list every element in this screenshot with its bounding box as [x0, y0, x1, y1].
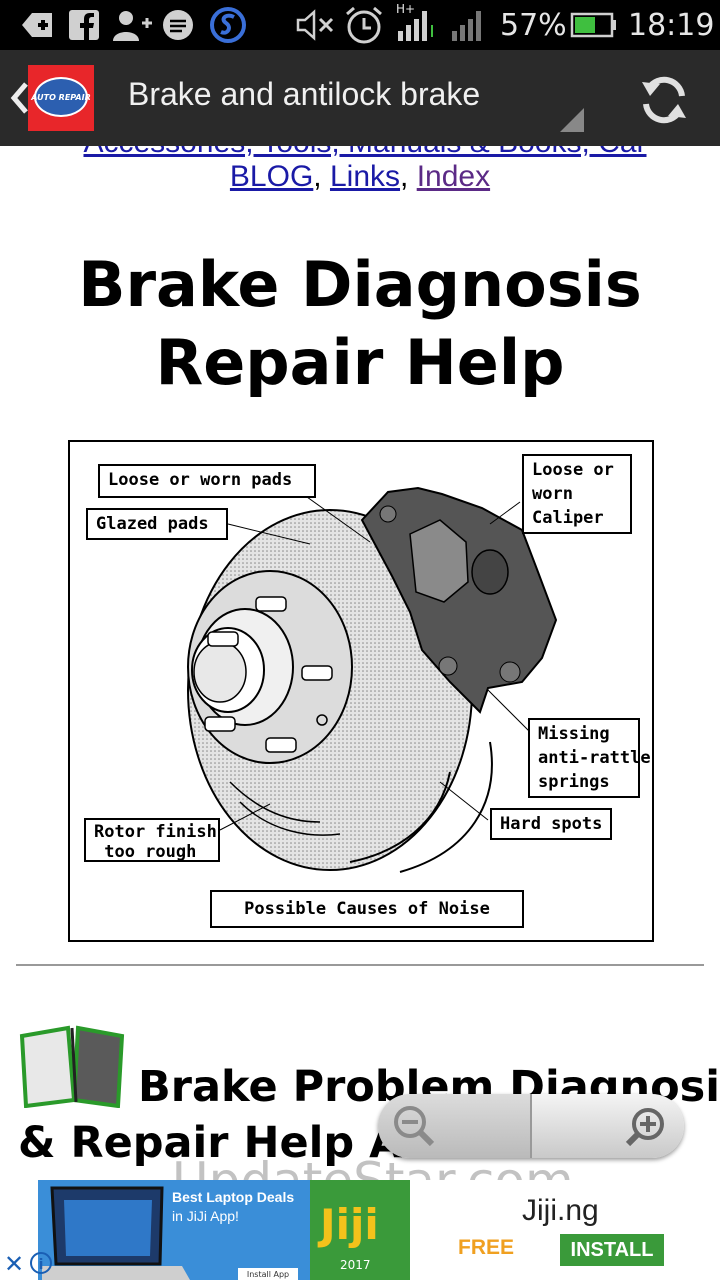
zoom-out-icon[interactable]: [392, 1104, 436, 1148]
add-notification-icon: [20, 9, 54, 41]
jiji-logo-text: Jiji: [320, 1200, 379, 1249]
app-bar: AUTO REPAIR Brake and antilock brake: [0, 50, 720, 146]
page-title: Brake Diagnosis Repair Help: [78, 248, 642, 399]
ad-promo-install-button[interactable]: Install App: [238, 1268, 298, 1280]
message-icon: [160, 9, 196, 41]
jiji-app-icon[interactable]: Jiji 2017: [310, 1180, 410, 1280]
brake-diagram: Loose or worn pads Glazed pads Loose or …: [68, 440, 654, 942]
ad-info-icon[interactable]: i: [30, 1252, 52, 1274]
link-separator: ,: [313, 160, 330, 193]
menu-corner-icon[interactable]: [560, 108, 584, 132]
ad-banner[interactable]: Best Laptop Deals in JiJi App! Install A…: [0, 1180, 720, 1280]
zoom-in-icon[interactable]: [624, 1104, 668, 1148]
add-contact-icon: [112, 9, 152, 41]
brake-rotor-illustration: [187, 486, 558, 873]
ad-install-button[interactable]: INSTALL: [560, 1234, 664, 1266]
nav-links: BLOG, Links, Index: [0, 160, 720, 194]
clock: 18:19: [628, 8, 715, 43]
signal-icon: [448, 9, 488, 41]
mute-icon: [296, 9, 340, 41]
zoom-control: [378, 1094, 684, 1158]
ad-promo-line1: Best Laptop Deals: [172, 1189, 295, 1205]
signal-h-plus-icon: [394, 9, 438, 41]
figure-caption: Possible Causes of Noise: [210, 890, 524, 928]
ad-close-icon[interactable]: ✕: [4, 1250, 25, 1278]
callout-caliper: Loose or worn Caliper: [522, 454, 632, 534]
refresh-icon[interactable]: [638, 74, 690, 126]
status-bar: H+ 57% 18:19: [0, 0, 720, 50]
callout-glazed-pads: Glazed pads: [86, 508, 228, 540]
link-blog[interactable]: BLOG: [229, 160, 314, 193]
shazam-icon: [208, 7, 248, 43]
alarm-icon: [344, 6, 384, 44]
callout-springs: Missing anti-rattle springs: [528, 718, 651, 798]
battery-icon: [570, 9, 618, 41]
ad-promo-panel[interactable]: Best Laptop Deals in JiJi App! Install A…: [38, 1180, 310, 1280]
logo-badge: AUTO REPAIR: [31, 77, 91, 117]
link-links[interactable]: Links: [329, 160, 401, 193]
link-separator: ,: [400, 160, 417, 193]
web-content: Accessories, Tools, Manuals & Books, Car…: [0, 146, 720, 1180]
jiji-year: 2017: [340, 1258, 371, 1272]
horizontal-rule: [16, 964, 704, 966]
laptop-image: [42, 1180, 202, 1280]
callout-rotor-finish: Rotor finish too rough: [84, 818, 220, 862]
ad-brand[interactable]: Jiji.ng: [522, 1194, 599, 1227]
facebook-icon: [68, 9, 100, 41]
book-icon: [18, 1022, 128, 1109]
cut-off-links[interactable]: Accessories, Tools, Manuals & Books, Car: [60, 146, 670, 160]
zoom-divider: [530, 1094, 532, 1158]
back-chevron-icon[interactable]: [8, 80, 30, 116]
battery-percent: 57%: [500, 8, 567, 43]
link-index[interactable]: Index: [416, 160, 491, 193]
ad-free-label: FREE: [458, 1236, 515, 1259]
callout-loose-pads: Loose or worn pads: [98, 464, 316, 498]
callout-hard-spots: Hard spots: [490, 808, 612, 840]
app-title: Brake and antilock brake: [128, 76, 481, 112]
app-logo[interactable]: AUTO REPAIR: [28, 65, 94, 131]
network-type: H+: [396, 2, 416, 16]
logo-text: AUTO REPAIR: [31, 92, 91, 102]
ad-promo-copy: Best Laptop Deals in JiJi App!: [172, 1188, 294, 1226]
zoom-out-button[interactable]: [378, 1094, 530, 1158]
ad-promo-line2: in JiJi App!: [172, 1208, 239, 1224]
